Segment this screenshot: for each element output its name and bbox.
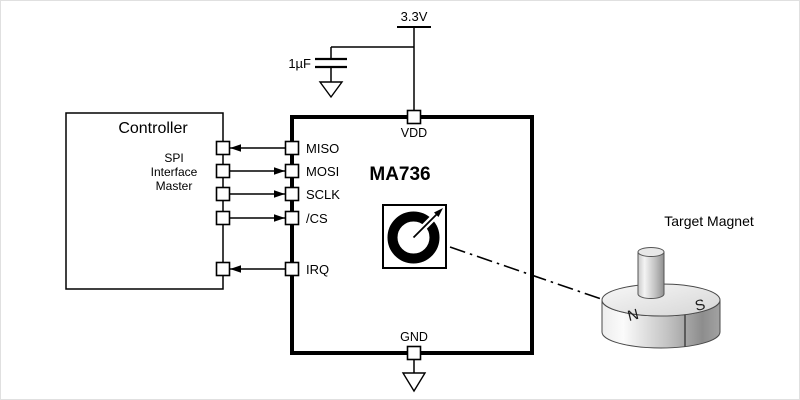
arrowhead-sclk-right <box>274 190 285 198</box>
gnd-pin-label: GND <box>400 330 428 344</box>
sensor-ring <box>387 211 440 264</box>
gnd-triangle <box>401 372 427 393</box>
magnet-shaft <box>637 251 665 299</box>
target-magnet-label: Target Magnet <box>664 213 754 229</box>
spi-signal-wires <box>227 147 288 270</box>
magnet-shaft-top <box>637 247 665 257</box>
capacitor-ground-symbol <box>318 81 344 99</box>
controller-box <box>65 112 224 290</box>
ctrl-pin-mosi <box>215 163 231 179</box>
controller-title: Controller <box>118 120 188 137</box>
sensor-arrowhead <box>434 208 443 217</box>
controller-role-line2: Interface <box>151 165 198 179</box>
power-supply-rail <box>315 26 431 111</box>
chip-pin-gnd <box>406 345 422 361</box>
controller-role-line1: SPI <box>164 151 183 165</box>
chip-pin-miso <box>284 140 300 156</box>
magnet-pole-s-label: S <box>693 296 707 315</box>
signal-arrowheads <box>230 144 285 273</box>
arrowhead-cs-right <box>274 214 285 222</box>
controller-role-line3: Master <box>156 179 193 193</box>
arrowhead-mosi-right <box>274 167 285 175</box>
target-magnet: N S <box>601 247 721 349</box>
chip-pin-sclk <box>284 186 300 202</box>
signal-label-miso: MISO <box>306 141 339 156</box>
chip-ground-symbol <box>401 359 427 393</box>
vdd-pin-label: VDD <box>401 126 427 140</box>
ctrl-pin-miso <box>215 140 231 156</box>
supply-voltage-label: 3.3V <box>401 9 428 24</box>
signal-label-mosi: MOSI <box>306 164 339 179</box>
chip-pin-vdd <box>406 109 422 125</box>
arrowhead-irq-left <box>230 265 241 273</box>
capacitor-value-label: 1µF <box>288 56 311 71</box>
ctrl-pin-cs <box>215 210 231 226</box>
arrowhead-miso-left <box>230 144 241 152</box>
chip-pin-irq <box>284 261 300 277</box>
chip-name: MA736 <box>369 164 430 185</box>
angle-sensor-icon <box>382 204 447 269</box>
signal-label-sclk: SCLK <box>306 187 340 202</box>
signal-label-irq: IRQ <box>306 262 329 277</box>
chip-pin-cs <box>284 210 300 226</box>
ctrl-pin-sclk <box>215 186 231 202</box>
sensor-angle-arrow <box>412 211 440 239</box>
ctrl-pin-irq <box>215 261 231 277</box>
signal-label-cs: /CS <box>306 211 328 226</box>
chip-pin-mosi <box>284 163 300 179</box>
magnet-pole-n-label: N <box>626 306 641 325</box>
pin-squares <box>215 109 422 361</box>
